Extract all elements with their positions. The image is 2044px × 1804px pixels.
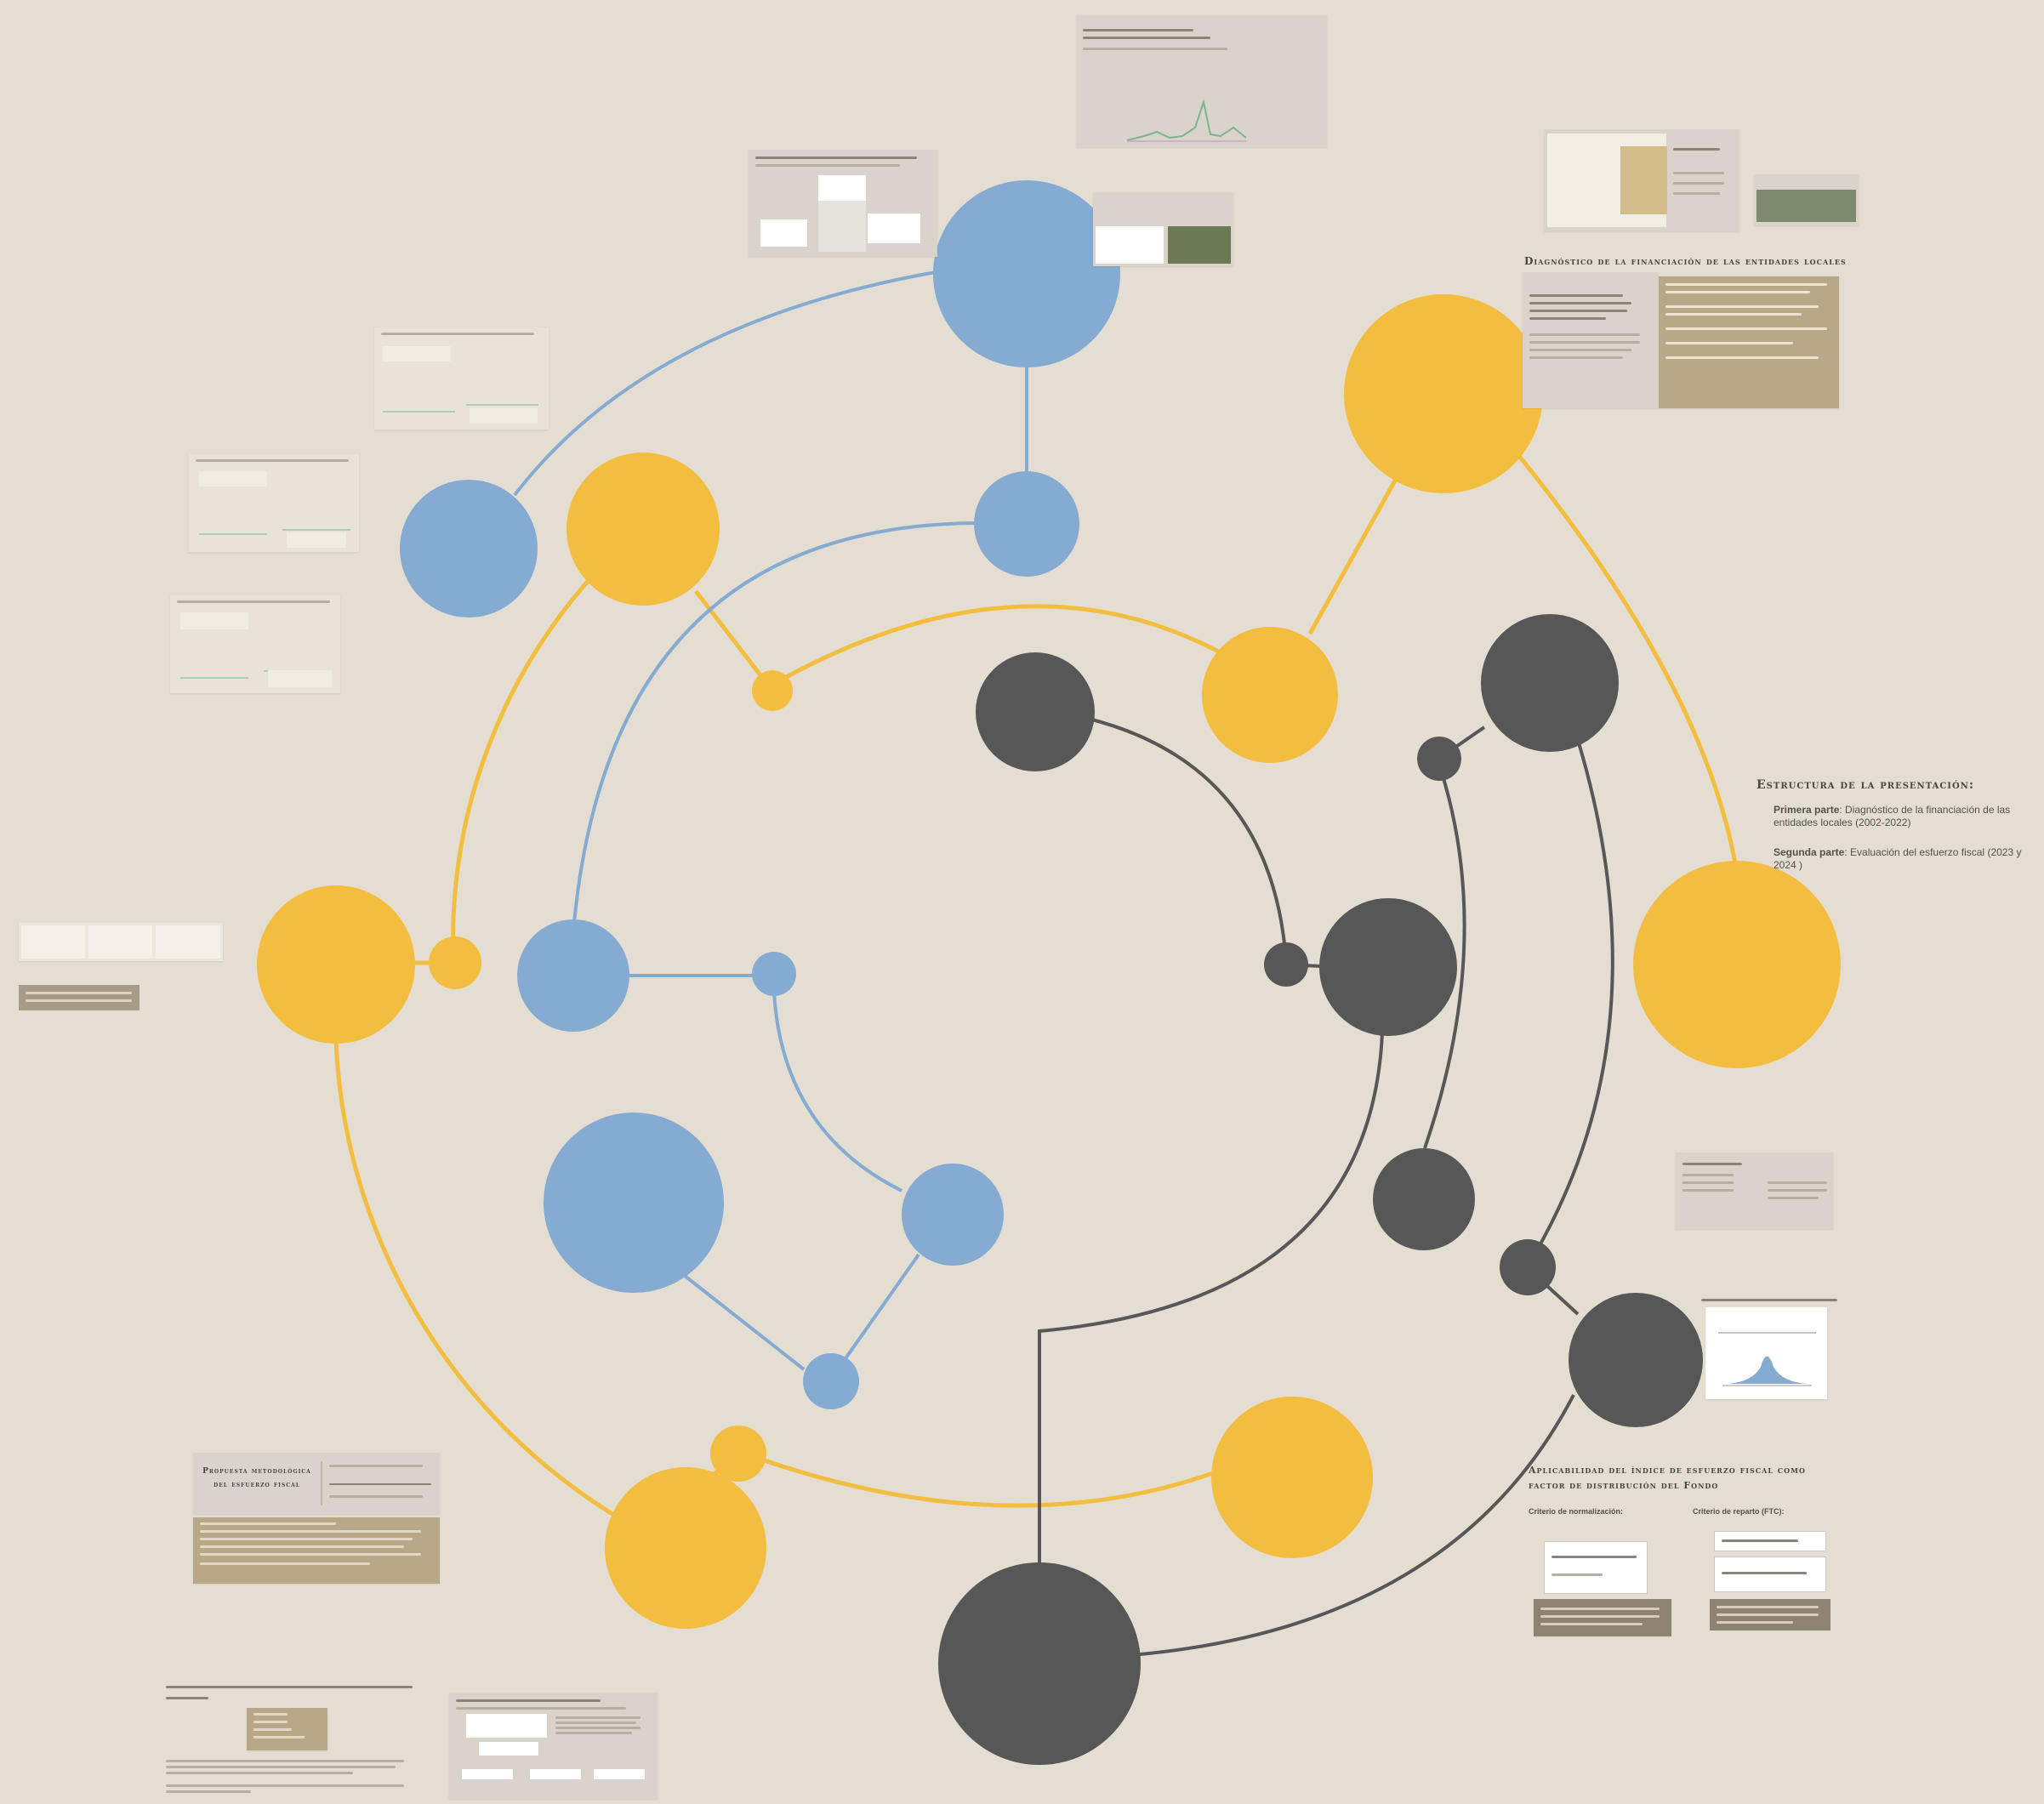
dark-node-lower-right [1569, 1293, 1703, 1427]
blue-arc-lower [772, 992, 902, 1192]
left-label-box [19, 985, 139, 1010]
blue-node-center-left [517, 919, 629, 1032]
aplicabilidad-left-label-text: Criterio de normalización: [1529, 1507, 1624, 1516]
blue-node-top [933, 180, 1120, 367]
blue-nodes [400, 180, 1120, 1409]
propuesta-title: Propuesta metodológica del esfuerzo fisc… [202, 1467, 311, 1489]
blue-node-mid [974, 471, 1079, 577]
yellow-node-bottom-right [1211, 1397, 1373, 1558]
yellow-node-top-right [1344, 294, 1543, 493]
chart-panel-top [1076, 15, 1327, 147]
structure-item-2-text: : Evaluación del esfuerzo fiscal (2023 y… [1774, 846, 2022, 871]
formula-ftc [1714, 1556, 1826, 1592]
blue-arc-mid [572, 521, 975, 924]
dark-node-lower [1373, 1148, 1475, 1250]
formula-normalizacion [1544, 1541, 1648, 1594]
yellow-node-bottom-left [605, 1467, 766, 1629]
bell-curve-panel [1705, 1307, 1827, 1399]
small-panels-left [19, 923, 223, 961]
figure-panel-top-left [749, 150, 937, 257]
bottom-formula-panel [449, 1693, 658, 1799]
aplicabilidad-right-label-text: Criterio de reparto (FTC): [1693, 1507, 1785, 1516]
bottom-left-list [247, 1708, 327, 1750]
dark-arc-right-1 [1423, 759, 1466, 1149]
ftc-note [1710, 1599, 1830, 1630]
structure-item-2-part: Segunda parte [1774, 846, 1845, 858]
blue-node-small-1 [752, 952, 796, 996]
blue-connectors [513, 270, 1028, 1371]
yellow-link-2 [1307, 479, 1398, 635]
dark-node-small-1 [1417, 737, 1461, 781]
aplicabilidad-left-label: Criterio de normalización: [1529, 1507, 1648, 1516]
blue-node-left [400, 480, 538, 617]
yellow-arc-bottom [735, 1448, 1251, 1508]
dark-arc-top [1088, 717, 1288, 962]
structure-item-1-text: : Diagnóstico de la financiación de las … [1774, 804, 2011, 828]
bell-panel-title [1701, 1299, 1837, 1301]
dark-node-small-3 [1500, 1239, 1556, 1295]
yellow-arc-lower-left [333, 1041, 686, 1555]
map-panel-top-right [1754, 174, 1859, 225]
diagnostico-text-panel [1523, 272, 1659, 408]
dark-arc-right-2 [1525, 739, 1614, 1269]
mini-line-chart [1126, 99, 1247, 142]
propuesta-panel: Propuesta metodológica del esfuerzo fisc… [193, 1453, 440, 1514]
table-panel-top-right [1544, 129, 1739, 231]
yellow-nodes [257, 294, 1841, 1629]
chart-panel-left-2 [189, 454, 359, 552]
dark-node-small-2 [1264, 942, 1308, 987]
blue-link-diag-2 [683, 1274, 806, 1371]
aplicabilidad-right-label: Criterio de reparto (FTC): [1693, 1507, 1829, 1516]
dark-node-top [976, 652, 1095, 771]
yellow-node-far-right [1633, 861, 1841, 1068]
yellow-link-1 [694, 589, 774, 692]
blue-link-diag [842, 1253, 920, 1363]
yellow-arc-inner-top [771, 604, 1227, 687]
yellow-node-small-2 [429, 936, 481, 989]
dark-arc-bottom [1139, 1394, 1575, 1656]
bottom-left-title-1 [166, 1686, 413, 1688]
yellow-node-small-3 [710, 1426, 766, 1482]
diagnostico-title: Diagnóstico de la financiación de las en… [1524, 255, 1847, 267]
structure-item-2: Segunda parte: Evaluación del esfuerzo f… [1774, 846, 2037, 872]
chart-panel-left-3 [170, 595, 340, 693]
dark-nodes [938, 614, 1703, 1765]
blue-arc-top [513, 270, 937, 497]
blue-node-large-lower [544, 1113, 724, 1293]
yellow-connectors [333, 453, 1738, 1555]
image-pair-panel [1093, 192, 1233, 266]
blue-node-lower-right [902, 1164, 1004, 1266]
yellow-node-mid-right [1202, 627, 1338, 763]
normalizacion-note [1534, 1599, 1671, 1636]
dark-node-top-right [1481, 614, 1619, 752]
structure-item-1-part: Primera parte [1774, 804, 1840, 816]
propuesta-bullets [193, 1517, 440, 1584]
structure-title: Estructura de la presentación: [1756, 778, 1975, 792]
dark-node-bottom [938, 1562, 1141, 1765]
aplicabilidad-title: Aplicabilidad del índice de esfuerzo fis… [1529, 1465, 1806, 1491]
dark-node-center-right [1319, 898, 1457, 1036]
chart-panel-left-1 [374, 327, 549, 430]
text-panel-right-mid [1676, 1152, 1833, 1229]
yellow-arc-right [1517, 453, 1738, 864]
dark-arc-long [1038, 1033, 1384, 1578]
bottom-left-title-2 [166, 1697, 208, 1699]
yellow-node-upper-left [567, 452, 720, 606]
yellow-node-left [257, 885, 415, 1044]
blue-node-small-2 [803, 1353, 859, 1409]
yellow-node-small-1 [752, 670, 793, 711]
diagnostico-bullets-panel [1659, 276, 1839, 408]
formula-nb [1714, 1531, 1826, 1551]
dark-connectors [1038, 717, 1614, 1656]
bottom-left-paragraph [166, 1756, 413, 1796]
structure-item-1: Primera parte: Diagnóstico de la financi… [1774, 804, 2037, 829]
bell-curve-chart [1718, 1332, 1816, 1386]
